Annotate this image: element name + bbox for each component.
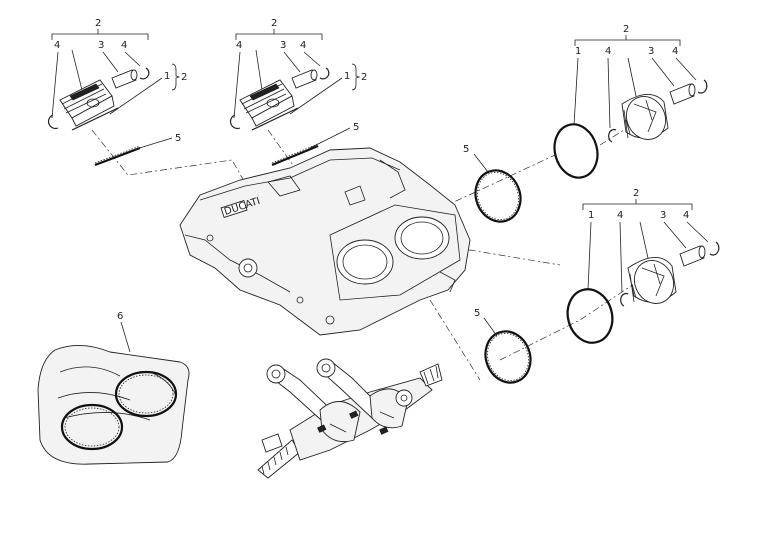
cylinder-o-ring-lower: 5 (474, 308, 532, 384)
circlip (697, 79, 708, 94)
callout-2: 2 (271, 18, 277, 29)
piston-group-3: 2 1 4 3 4 (553, 24, 708, 179)
piston (627, 257, 677, 304)
callout-2: 2 (361, 72, 367, 83)
callout-4: 4 (121, 40, 127, 51)
callout-4: 4 (683, 210, 689, 221)
callout-1: 1 (575, 46, 581, 57)
callout-3: 3 (660, 210, 666, 221)
piston (239, 79, 295, 127)
piston-ring (553, 123, 599, 179)
callout-2: 2 (181, 72, 187, 83)
callout-6: 6 (117, 311, 123, 322)
piston-group-1: 2 4 3 4 1 2 (47, 18, 187, 167)
callout-2: 2 (633, 188, 639, 199)
callout-5: 5 (474, 308, 480, 319)
callout-5: 5 (175, 133, 181, 144)
callout-2: 2 (95, 18, 101, 29)
callout-2: 2 (623, 24, 629, 35)
cylinder-gasket (94, 146, 141, 167)
circlip (139, 67, 150, 80)
piston-pin (669, 83, 696, 105)
callout-4: 4 (236, 40, 242, 51)
piston-ring (71, 107, 119, 131)
crankcase: DUCATI (179, 147, 471, 336)
callout-4: 4 (300, 40, 306, 51)
callout-4: 4 (672, 46, 678, 57)
callout-4: 4 (54, 40, 60, 51)
callout-4: 4 (605, 46, 611, 57)
callout-1: 1 (164, 71, 170, 82)
callout-3: 3 (98, 40, 104, 51)
callout-1: 1 (588, 210, 594, 221)
circlip (229, 114, 241, 130)
circlip (709, 241, 720, 256)
callout-5: 5 (353, 122, 359, 133)
cylinder-gasket (271, 144, 319, 167)
crankshaft (257, 358, 443, 479)
piston (621, 94, 669, 140)
piston-group-2: 2 4 3 4 1 2 (229, 18, 367, 167)
circlip (47, 114, 59, 130)
piston-pin (291, 69, 318, 89)
callout-3: 3 (648, 46, 654, 57)
piston-pin (111, 69, 138, 89)
callout-3: 3 (280, 40, 286, 51)
piston (59, 79, 115, 127)
cylinder-o-ring-upper: 5 (463, 144, 522, 223)
circlip (319, 67, 330, 80)
callout-1: 1 (344, 71, 350, 82)
circlip (608, 128, 617, 143)
piston-group-4: 2 1 4 3 4 (566, 188, 720, 344)
gasket-kit-bag: 6 (37, 311, 190, 465)
circlip (620, 292, 629, 307)
piston-pin (679, 245, 706, 267)
piston-ring (251, 107, 299, 131)
callout-5: 5 (463, 144, 469, 155)
callout-4: 4 (617, 210, 623, 221)
piston-ring (566, 288, 614, 344)
